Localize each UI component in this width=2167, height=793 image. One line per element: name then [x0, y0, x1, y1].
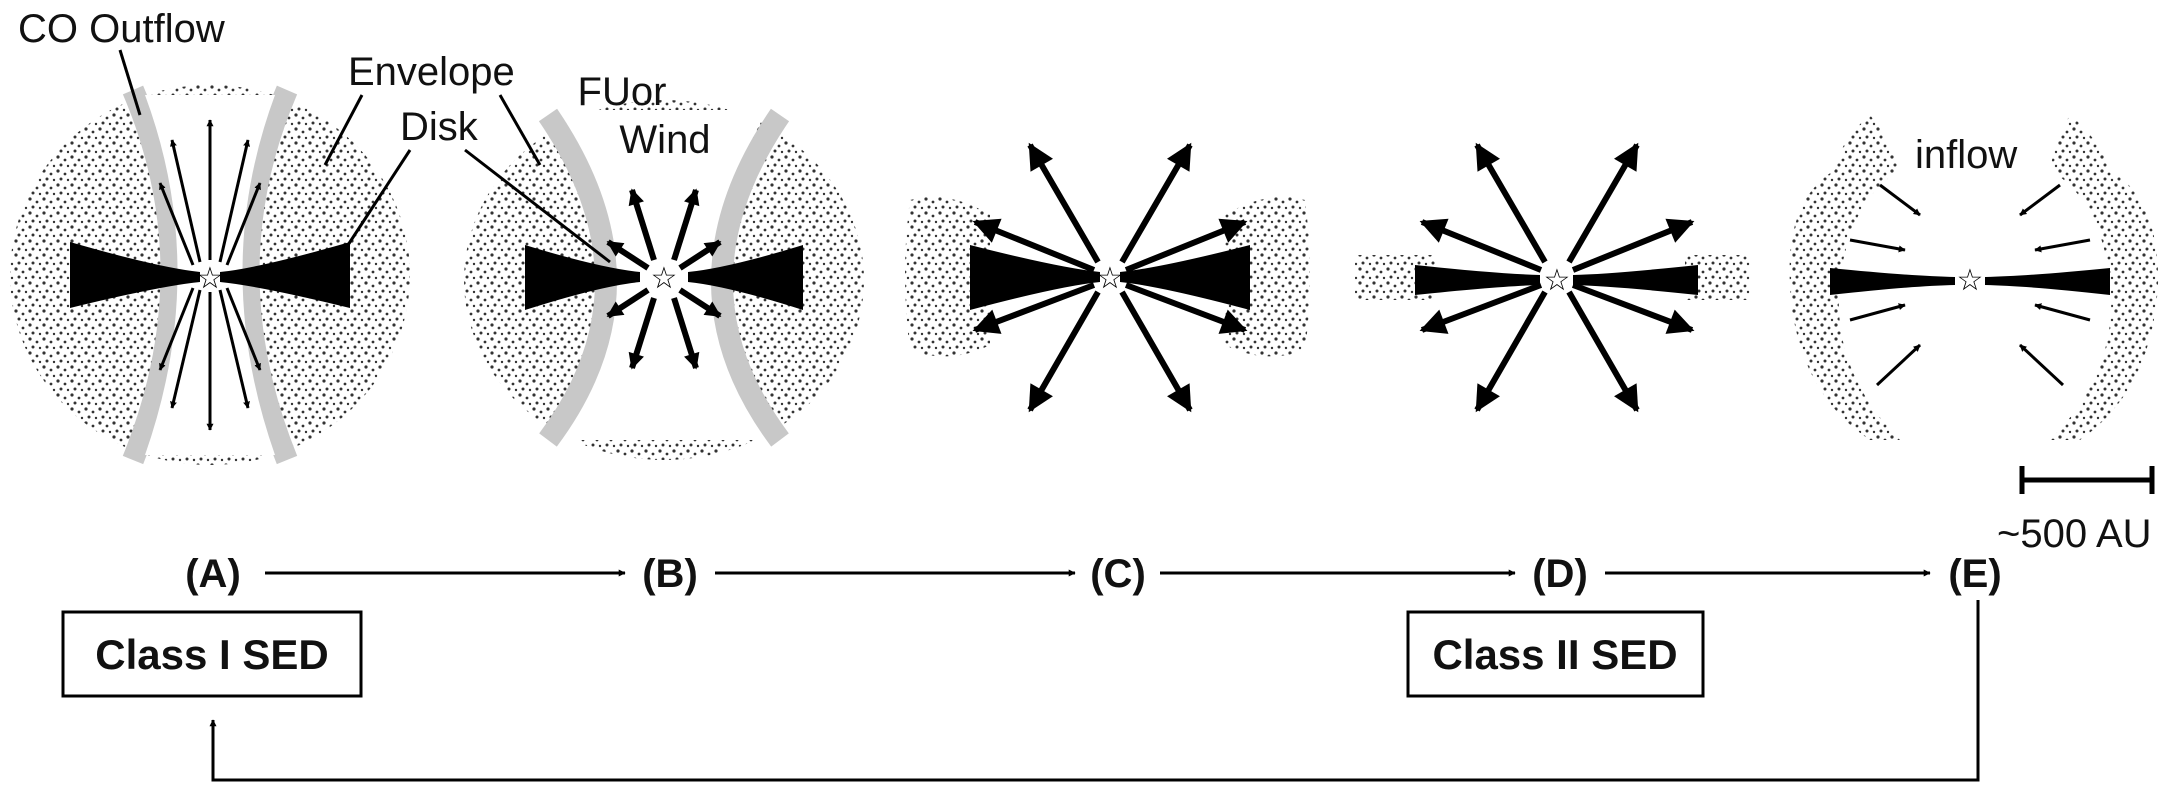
co-outflow-label: CO Outflow	[18, 7, 225, 51]
inflow-arrows-e	[1849, 183, 2091, 387]
fuor-label-line1: FUor	[578, 70, 667, 114]
disk-b	[525, 245, 640, 310]
wind-arrows-c	[972, 142, 1248, 413]
co-outflow-leader	[118, 49, 142, 116]
disk-a	[70, 242, 200, 308]
class-ii-sed-box: Class II SED	[1406, 610, 1705, 698]
panel-c: ☆	[905, 142, 1310, 413]
fuor-label-line2: Wind	[619, 118, 710, 162]
class-i-sed-label: Class I SED	[95, 631, 328, 678]
star-a: ☆	[197, 261, 224, 296]
envelope-e-left	[1789, 115, 1900, 440]
envelope-label: Envelope	[348, 50, 515, 94]
star-e: ☆	[1957, 263, 1984, 298]
fuor-wind-arrows-b	[606, 188, 722, 370]
disk-c	[970, 245, 1100, 310]
outflow-arrows-a	[158, 119, 262, 431]
arrow-e-to-a-loop	[209, 600, 1980, 782]
envelope-e-right	[2050, 115, 2159, 440]
stage-c-label: (C)	[1090, 552, 1146, 596]
panel-d: ☆	[1355, 142, 1750, 413]
disk-leader-a	[346, 149, 412, 246]
panel-b: ☆	[464, 100, 864, 460]
envelope-leader-b	[498, 94, 542, 166]
scale-bar: ~500 AU	[1997, 466, 2155, 556]
class-ii-sed-label: Class II SED	[1432, 631, 1677, 678]
stage-b-label: (B)	[642, 552, 698, 596]
stage-d-label: (D)	[1532, 552, 1588, 596]
stage-a-label: (A)	[185, 552, 241, 596]
star-b: ☆	[651, 261, 678, 296]
wind-arrows-d	[1419, 142, 1695, 413]
stage-e-label: (E)	[1948, 552, 2001, 596]
disk-leader-b	[464, 148, 611, 264]
star-d: ☆	[1544, 263, 1571, 298]
envelope-leader-a	[323, 94, 364, 166]
class-i-sed-box: Class I SED	[61, 610, 363, 698]
star-c: ☆	[1097, 261, 1124, 296]
disk-d	[1415, 265, 1540, 295]
panel-e: ☆	[1789, 115, 2159, 440]
envelope-c-left	[905, 197, 990, 357]
scale-label: ~500 AU	[1997, 512, 2152, 556]
panel-a: ☆	[10, 85, 410, 465]
disk-e	[1830, 268, 1955, 295]
disk-label: Disk	[400, 105, 479, 149]
inflow-label: inflow	[1915, 133, 2017, 177]
